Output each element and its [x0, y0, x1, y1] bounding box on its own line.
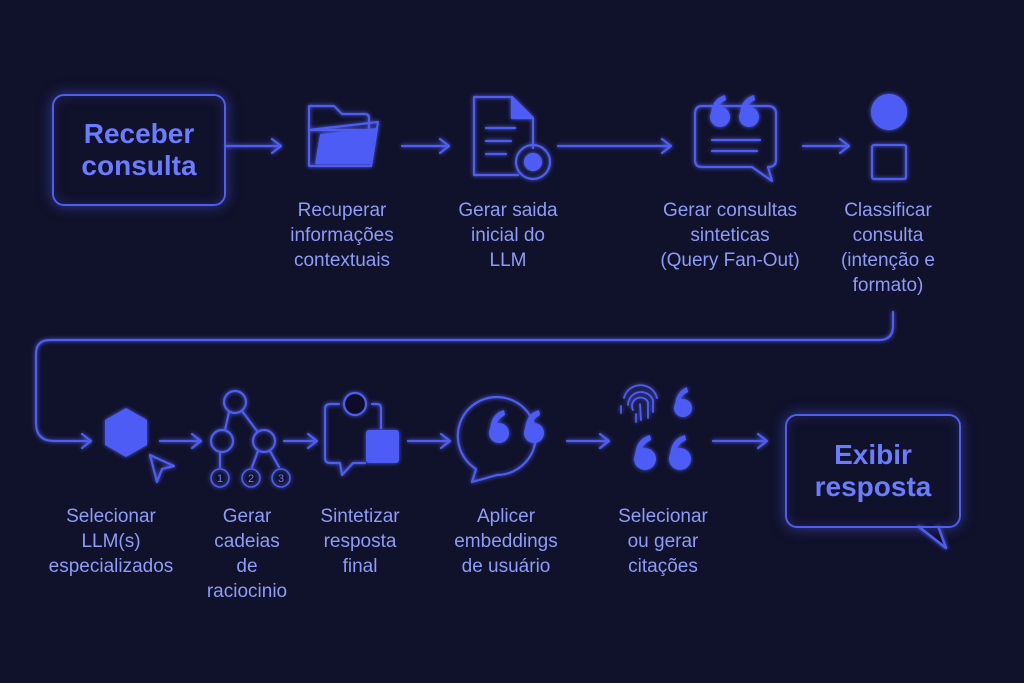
arrow-select-to-chains	[158, 432, 203, 450]
folder-icon	[307, 104, 380, 168]
label-initial-output: Gerar saida inicial do LLM	[458, 200, 558, 271]
tree-icon	[209, 389, 291, 488]
start-box: Receber consulta	[52, 94, 226, 206]
label-select-llm: Selecionar LLM(s) especializados	[48, 506, 174, 577]
arrow-queries-to-classify	[801, 137, 851, 155]
connector-classify-to-select	[34, 310, 895, 450]
fingerprint-quote-icon	[620, 384, 692, 470]
arrow-retrieve-to-output	[400, 137, 451, 155]
end-box-tail	[917, 525, 948, 550]
document-gear-icon	[472, 95, 552, 181]
arrow-embeddings-to-citations	[565, 432, 611, 450]
chain-step-numbers: 1 2 3	[217, 473, 284, 485]
label-classify: Classificar consulta (intenção e formato…	[840, 200, 935, 296]
end-box: Exibir resposta	[785, 414, 961, 528]
chain-step-3: 3	[278, 473, 284, 485]
label-citations: Selecionar ou gerar citações	[618, 506, 708, 577]
chain-step-1: 1	[217, 473, 223, 485]
label-reasoning-chains: Gerar cadeias de raciocinio	[206, 506, 288, 602]
start-box-label: Receber consulta	[81, 118, 197, 181]
chat-square-icon	[323, 391, 399, 477]
label-retrieve: Recuperar informações contextuais	[290, 200, 394, 271]
chain-step-2: 2	[248, 473, 254, 485]
label-synthetic-queries: Gerar consultas sinteticas (Query Fan-Ou…	[660, 200, 800, 271]
quote-bubble-icon	[456, 395, 544, 484]
label-synthesize: Sintetizar resposta final	[320, 506, 400, 577]
circle-square-icon	[870, 93, 908, 181]
arrow-citations-to-end	[711, 432, 769, 450]
hexagon-cursor-icon	[105, 408, 176, 484]
arrow-start-to-retrieve	[224, 137, 283, 155]
end-box-label: Exibir resposta	[814, 439, 932, 502]
arrow-chains-to-synthesize	[282, 432, 319, 450]
label-embeddings: Aplicer embeddings de usuário	[454, 506, 558, 577]
arrow-synthesize-to-embeddings	[406, 432, 452, 450]
quote-speech-bubble-icon	[693, 95, 778, 183]
arrow-output-to-queries	[556, 137, 673, 155]
